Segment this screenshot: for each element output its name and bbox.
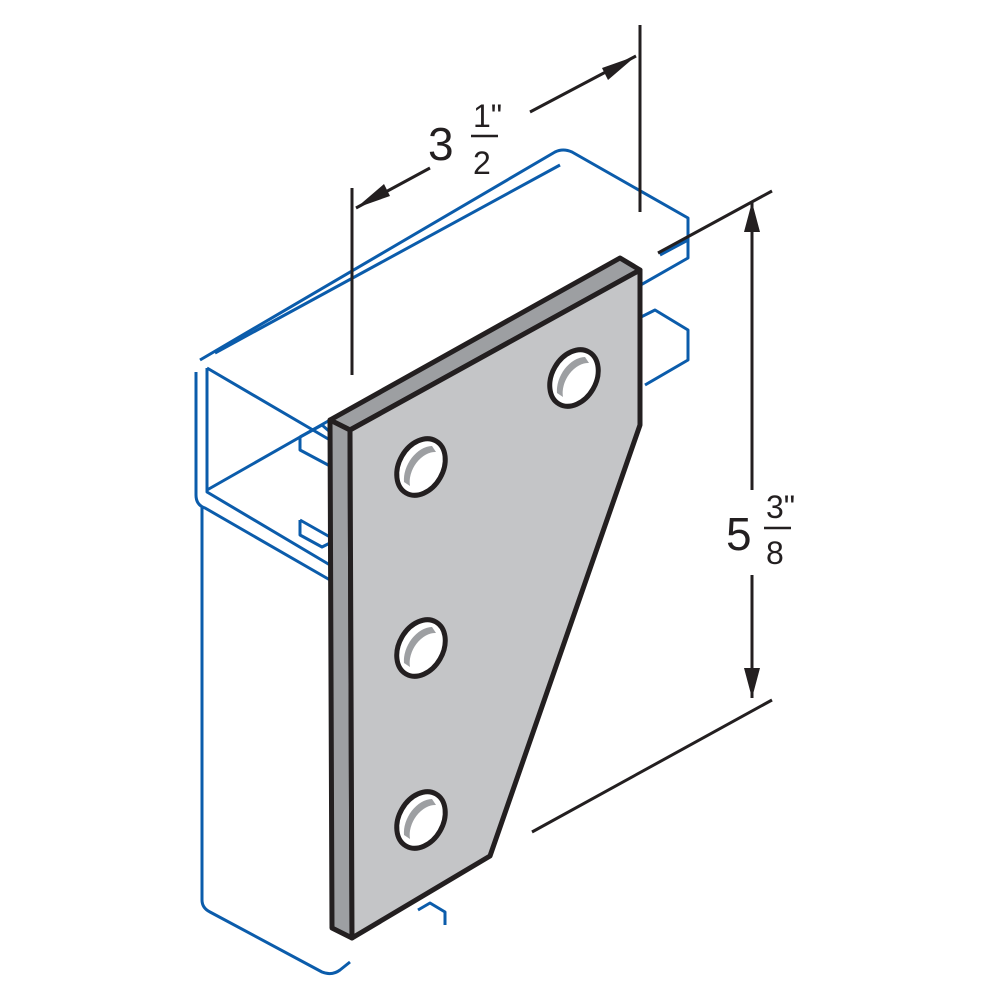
width-numerator: 1" [473,98,502,134]
width-denominator: 2 [473,145,491,181]
strut-channel [194,148,690,976]
mounting-holes [394,347,601,851]
width-dimension-label: 3 1" 2 [428,98,502,181]
dimension-lines [350,25,773,834]
height-denominator: 8 [766,535,784,571]
width-whole: 3 [428,118,454,170]
height-whole: 5 [726,508,752,560]
height-numerator: 3" [766,489,795,525]
height-dimension-label: 5 3" 8 [726,489,795,571]
